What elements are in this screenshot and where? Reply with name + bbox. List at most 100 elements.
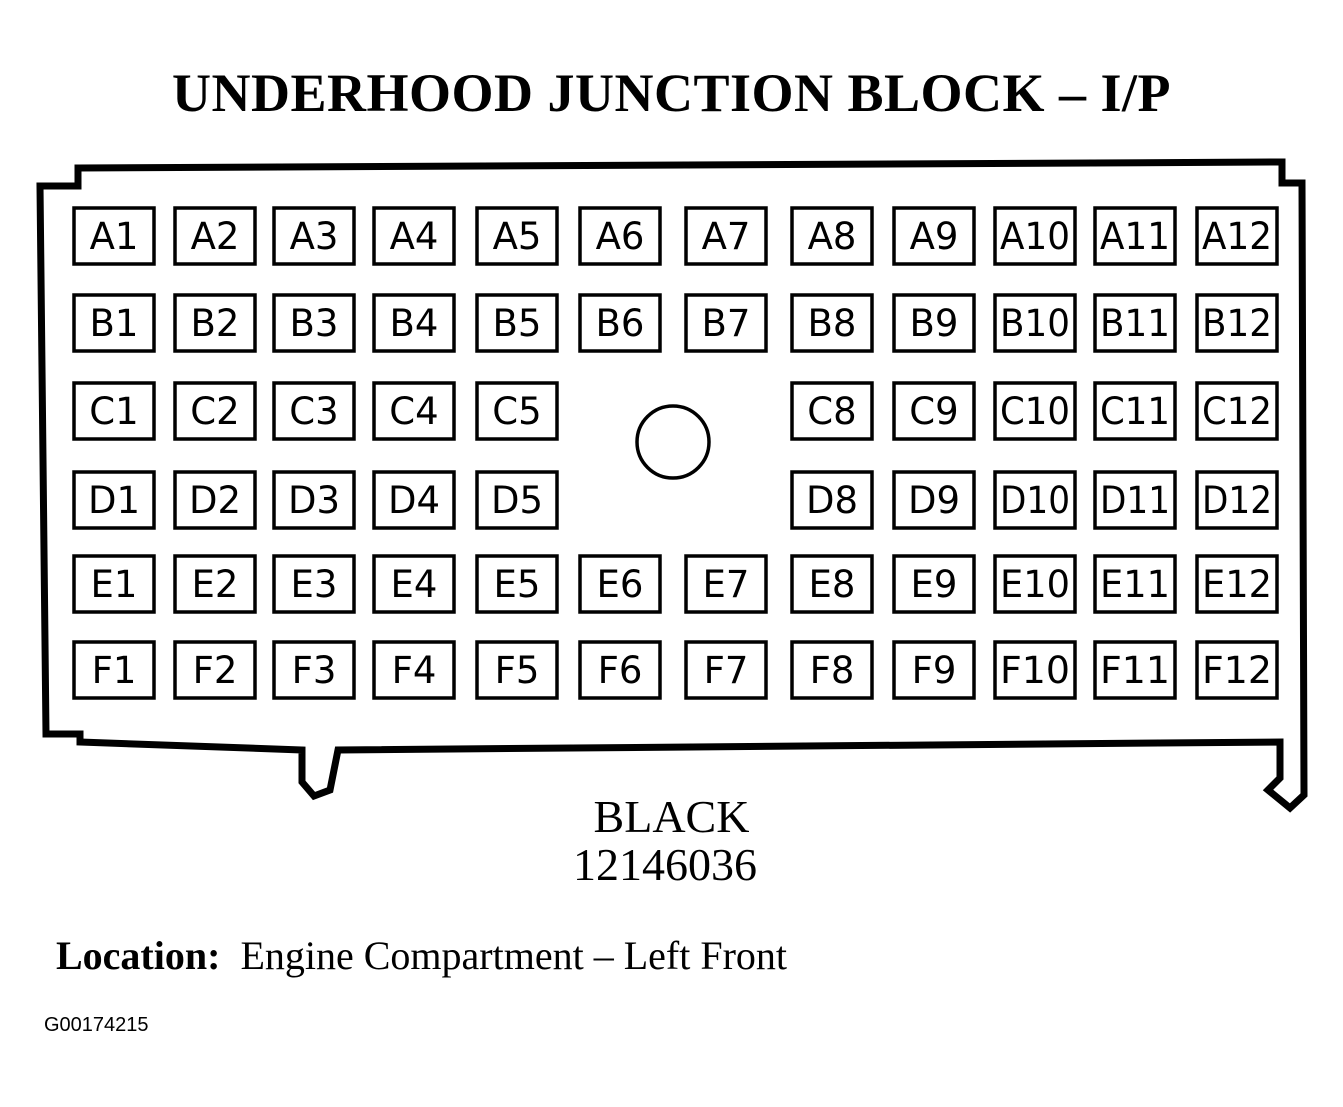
pin-cavity [372,470,456,530]
pin-e1: E1 [72,554,156,614]
pin-cavity [1195,206,1279,266]
pin-cavity [1093,470,1177,530]
pin-label: A1 [90,215,139,258]
pin-f9: F9 [892,640,976,700]
pin-c11: C11 [1093,381,1177,441]
pin-cavity [993,206,1077,266]
pin-label: B9 [910,302,959,345]
pin-d11: D11 [1093,470,1177,530]
pin-a1: A1 [72,206,156,266]
pin-label: E12 [1202,563,1272,606]
pin-e8: E8 [790,554,874,614]
pin-label: A9 [910,215,959,258]
pin-label: F9 [912,649,957,692]
pin-label: F12 [1202,649,1272,692]
pin-label: D9 [908,479,960,522]
pin-label: E4 [391,563,438,606]
pin-b11: B11 [1093,293,1177,353]
pin-e2: E2 [173,554,257,614]
pin-label: D5 [491,479,543,522]
pin-label: C4 [389,390,438,433]
pin-label: F5 [495,649,540,692]
pin-e9: E9 [892,554,976,614]
pin-a12: A12 [1195,206,1279,266]
pin-b7: B7 [684,293,768,353]
pin-label: B7 [702,302,751,345]
pin-label: B10 [1000,302,1070,345]
pin-label: E5 [494,563,541,606]
pin-a9: A9 [892,206,976,266]
pin-c12: C12 [1195,381,1279,441]
pin-cavity [892,293,976,353]
pin-cavity [1093,206,1177,266]
pin-label: F3 [292,649,337,692]
pin-c10: C10 [993,381,1077,441]
pin-cavity [993,554,1077,614]
pin-a8: A8 [790,206,874,266]
pin-cavity [1195,381,1279,441]
pin-cavity [1093,554,1177,614]
pin-cavity [578,554,662,614]
pin-e5: E5 [475,554,559,614]
pin-e11: E11 [1093,554,1177,614]
pin-cavity [993,470,1077,530]
pin-label: A6 [596,215,645,258]
pin-label: A7 [702,215,751,258]
pin-cavity [892,381,976,441]
pin-b6: B6 [578,293,662,353]
pin-cavity [892,470,976,530]
pin-c5: C5 [475,381,559,441]
pin-c8: C8 [790,381,874,441]
pin-f3: F3 [272,640,356,700]
pin-cavity [578,293,662,353]
pin-label: E3 [291,563,338,606]
pin-f8: F8 [790,640,874,700]
pin-e7: E7 [684,554,768,614]
pin-cavity [72,381,156,441]
pin-label: C10 [1000,390,1070,433]
pin-d10: D10 [993,470,1077,530]
pin-d12: D12 [1195,470,1279,530]
pin-cavity [1195,470,1279,530]
pin-label: F7 [704,649,749,692]
pin-label: E9 [911,563,958,606]
connector-part-number: 12146036 [573,839,757,890]
pin-cavity [372,554,456,614]
pin-c2: C2 [173,381,257,441]
pin-cavity [1195,293,1279,353]
pin-label: D4 [388,479,440,522]
pin-c3: C3 [272,381,356,441]
pin-cavity [892,640,976,700]
pin-b9: B9 [892,293,976,353]
pin-label: C9 [909,390,958,433]
pin-label: D2 [189,479,241,522]
pin-label: B3 [290,302,339,345]
pin-label: F8 [810,649,855,692]
pin-cavity [173,381,257,441]
pin-cavity [72,554,156,614]
pin-cavity [993,640,1077,700]
pin-cavity [578,640,662,700]
pin-label: E7 [703,563,750,606]
pin-label: F6 [598,649,643,692]
pin-f10: F10 [993,640,1077,700]
pin-cavity [475,470,559,530]
pin-cavity [1093,293,1177,353]
pin-f11: F11 [1093,640,1177,700]
pin-cavity [790,206,874,266]
pin-label: D1 [88,479,140,522]
pin-cavity [173,470,257,530]
pin-label: B1 [90,302,139,345]
pin-cavity [790,293,874,353]
pin-label: E1 [91,563,138,606]
location-value: Engine Compartment – Left Front [240,933,787,978]
pin-cavity [372,640,456,700]
pin-c9: C9 [892,381,976,441]
pin-label: B4 [390,302,439,345]
pin-d4: D4 [372,470,456,530]
pin-cavity [272,470,356,530]
pin-d2: D2 [173,470,257,530]
pin-e4: E4 [372,554,456,614]
pin-cavity [72,470,156,530]
pin-d9: D9 [892,470,976,530]
